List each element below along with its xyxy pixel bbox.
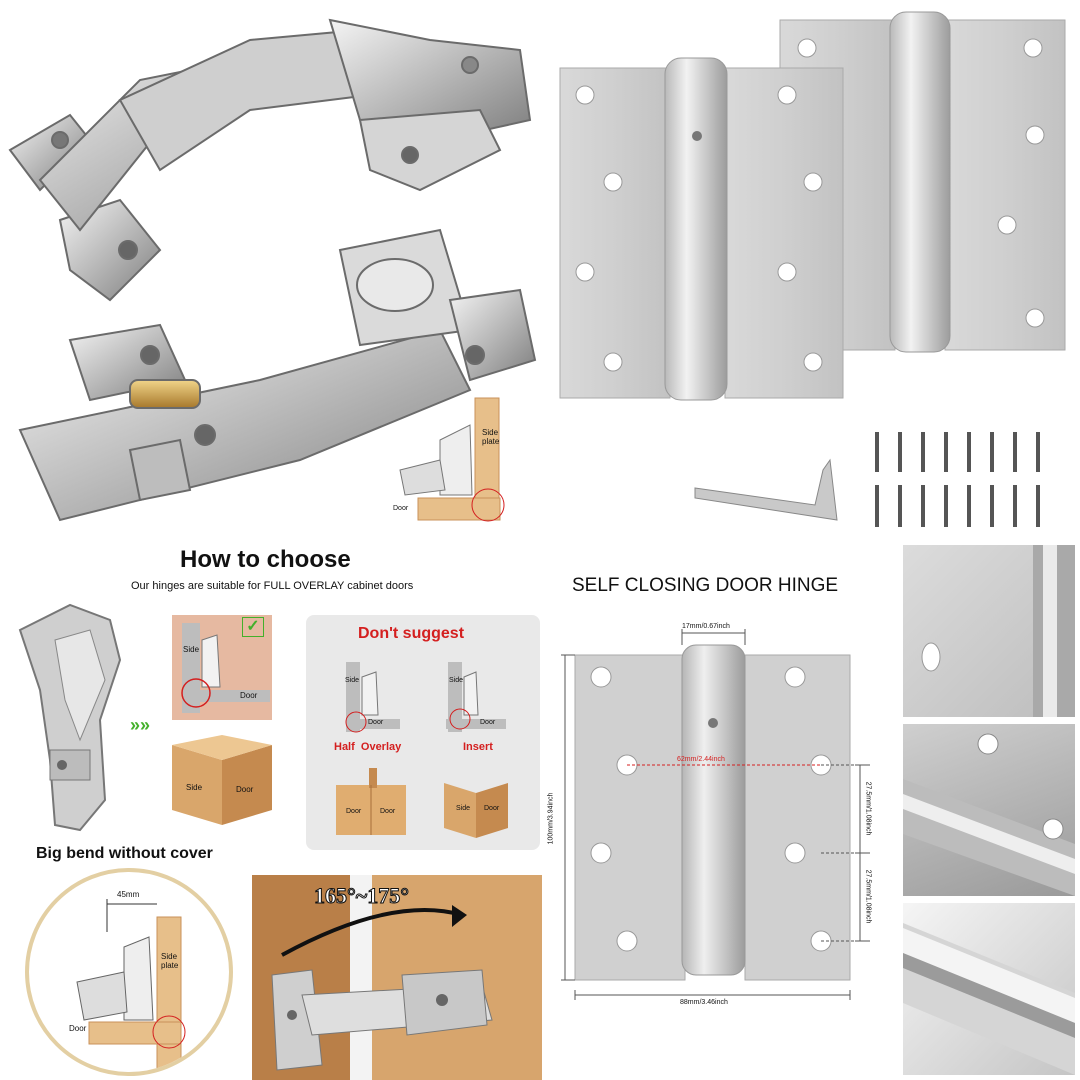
full-overlay-inset-diagram: [399, 397, 505, 522]
dont-suggest-title: Don't suggest: [358, 625, 465, 642]
allen-key-image: [694, 458, 838, 521]
closeup-photo-3: [903, 903, 1075, 1075]
full-overlay-wood-photo: Side Door: [172, 735, 272, 825]
big-bend-side-plate-label: Side plate: [161, 952, 179, 970]
dim-right-top-label: 27.5mm/1.08inch: [864, 781, 872, 836]
inset-door-label: Door: [393, 505, 409, 512]
open-hinge-image: [8, 18, 532, 302]
insert-door-label: Door: [480, 719, 496, 726]
insert-wood-side-label: Side: [456, 805, 471, 812]
dim-right-bottom-label: 27.5mm/1.08inch: [864, 869, 872, 924]
insert-wood-door-label: Door: [484, 805, 500, 812]
big-bend-door-label: Door: [69, 1024, 87, 1033]
dim-bottom-label: 88mm/3.46inch: [680, 999, 728, 1006]
arrow-icon: »»: [130, 715, 151, 735]
screws-image: [875, 432, 1040, 527]
self-closing-dimension-drawing: 17mm/0.67inch 62mm/2.44inch 88mm/3.46inc…: [547, 615, 890, 1010]
how-to-choose-title: How to choose: [180, 546, 351, 573]
dim-45mm-label: 45mm: [117, 890, 140, 899]
front-door-hinge: [559, 57, 844, 401]
dim-top-label: 17mm/0.67inch: [682, 623, 730, 630]
full-overlay-side-label: Side: [183, 645, 200, 654]
big-bend-label: Big bend without cover: [36, 845, 213, 862]
inset-side-plate-label: Side plate: [482, 428, 500, 446]
dim-left-label: 100mm/3.94inch: [547, 792, 555, 845]
half-overlay-door-label: Door: [368, 719, 384, 726]
closeup-photo-1: [903, 545, 1075, 717]
big-bend-diagram: 45mm Side plate Door: [25, 868, 233, 1076]
insert-side-label: Side: [449, 677, 464, 684]
check-icon: ✓: [242, 617, 264, 637]
insert-label: Insert: [463, 741, 493, 753]
wood-side-label: Side: [186, 783, 203, 792]
cup-hinge-image: [18, 228, 537, 522]
wood-door-label: Door: [236, 785, 254, 794]
how-to-choose-subtitle: Our hinges are suitable for FULL OVERLAY…: [131, 580, 414, 592]
closeup-photo-2: [903, 724, 1075, 896]
half-overlay-side-label: Side: [345, 677, 360, 684]
half-overlay-label: Half Overlay: [334, 741, 402, 753]
dim-center-label: 62mm/2.44inch: [677, 756, 725, 763]
full-overlay-diagram: ✓ Side Door: [172, 615, 272, 720]
self-closing-title: SELF CLOSING DOOR HINGE: [572, 575, 839, 596]
door-hinge-pair-photo: [545, 0, 1080, 540]
dont-suggest-panel: Don't suggest Side Door Side Door Half O…: [306, 615, 540, 850]
cabinet-hinge-product-photo: Side plate Door: [0, 0, 540, 540]
half-overlay-wood-door-right: Door: [380, 808, 396, 815]
wide-angle-hinge-photo: 165°~175°: [252, 875, 542, 1080]
half-overlay-wood-door-left: Door: [346, 808, 362, 815]
full-overlay-door-label: Door: [240, 691, 258, 700]
angle-range-label: 165°~175°: [313, 883, 410, 909]
bent-hinge-image: [10, 600, 125, 835]
